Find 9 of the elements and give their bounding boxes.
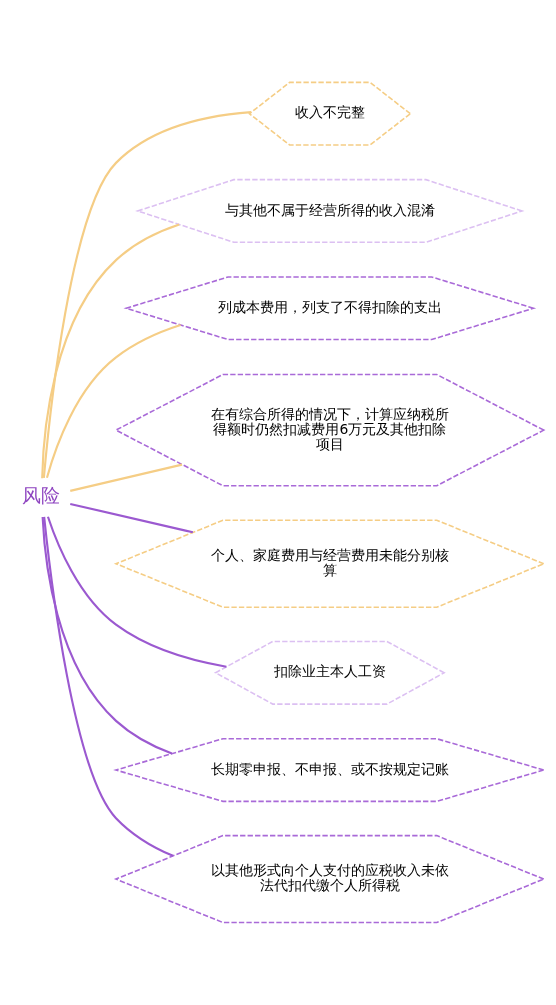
connector (42, 111, 252, 479)
node-text: 风险 (22, 485, 61, 507)
connector (70, 502, 194, 534)
connector (70, 463, 183, 492)
connector (41, 516, 173, 755)
connector (45, 324, 181, 479)
connector (46, 516, 227, 668)
connector (41, 223, 180, 479)
connector (43, 516, 174, 857)
